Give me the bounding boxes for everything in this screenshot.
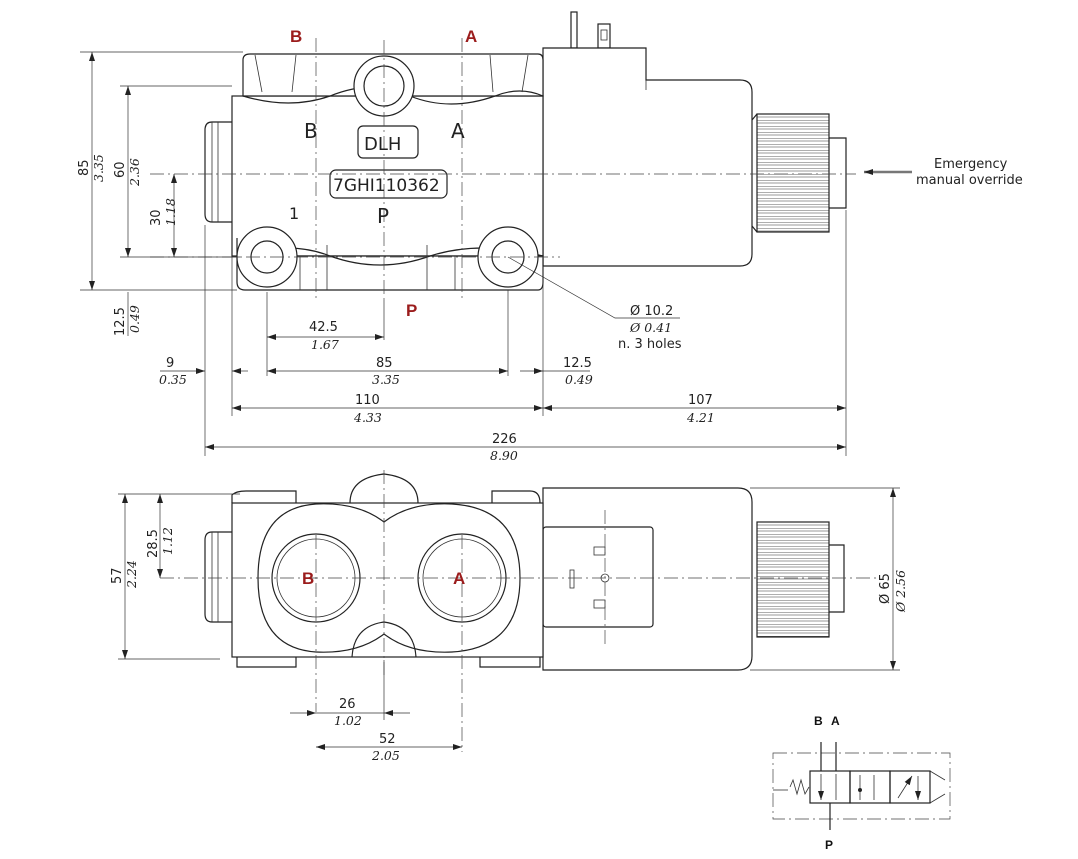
vertical-dimensions — [80, 51, 243, 336]
horizontal-dimensions — [160, 210, 847, 456]
front-dimensions — [118, 487, 900, 750]
marking-b: B — [304, 119, 318, 143]
dim-9-in: 0.35 — [159, 372, 187, 387]
dim-52-mm: 52 — [379, 732, 396, 747]
port-label-b-top: B — [290, 27, 302, 46]
marking-code: 7GHI110362 — [333, 176, 440, 196]
dim-60-in: 2.36 — [127, 158, 142, 187]
hole-count: n. 3 holes — [618, 337, 682, 352]
dim-107-in: 4.21 — [686, 410, 715, 425]
front-port-label-b: B — [302, 569, 314, 588]
emergency-note-line2: manual override — [916, 173, 1023, 188]
dim-60-mm: 60 — [113, 161, 128, 178]
dim-226-mm: 226 — [492, 432, 517, 447]
port-lobes — [257, 503, 521, 653]
front-knob — [756, 521, 830, 638]
dim-9-mm: 9 — [166, 356, 174, 371]
dim-110-mm: 110 — [355, 393, 380, 408]
hydraulic-symbol: B A P — [772, 714, 951, 852]
hole-leader — [507, 256, 680, 319]
dim-85-mm: 85 — [77, 159, 92, 176]
front-body — [231, 502, 544, 658]
dim-85-in: 3.35 — [91, 154, 106, 182]
emergency-note-line1: Emergency — [934, 157, 1008, 172]
marking-brand: DLH — [364, 134, 401, 155]
solenoid-coil — [542, 47, 753, 267]
dim-85-h-in: 3.35 — [372, 372, 400, 387]
symbol-box-right — [889, 770, 931, 804]
code-badge — [329, 169, 448, 199]
marking-p: P — [377, 204, 389, 228]
dim-28-5-in: 1.12 — [160, 527, 175, 555]
brand-badge — [357, 125, 419, 159]
front-coil — [542, 487, 753, 671]
dim-52-in: 2.05 — [371, 748, 400, 763]
symbol-label-a: A — [831, 714, 840, 728]
symbol-label-b: B — [814, 714, 823, 728]
dim-30-mm: 30 — [149, 209, 164, 226]
dim-65-mm: Ø 65 — [878, 573, 893, 604]
dim-57-mm: 57 — [110, 567, 125, 584]
connector-pins — [570, 11, 611, 49]
marking-one: 1 — [289, 204, 299, 223]
dim-42-5-mm: 42.5 — [309, 320, 338, 335]
front-view: B A 57 2.24 28.5 1.12 Ø 65 Ø 2.56 26 1.0… — [110, 470, 908, 763]
side-plug — [204, 121, 232, 223]
dim-110-in: 4.33 — [353, 410, 382, 425]
dim-12-5-mm: 12.5 — [113, 307, 128, 336]
port-label-p-top: P — [406, 301, 417, 320]
dim-28-5-mm: 28.5 — [146, 529, 161, 558]
front-port-label-a: A — [453, 569, 465, 588]
marking-a: A — [451, 119, 465, 143]
dim-26-in: 1.02 — [334, 713, 362, 728]
dim-226-in: 8.90 — [490, 448, 518, 463]
dim-12-5-h-in: 0.49 — [565, 372, 593, 387]
dim-57-in: 2.24 — [124, 560, 139, 589]
symbol-box-mid — [849, 770, 891, 804]
top-view: B A P B A DLH 7GHI110362 1 P Emergency m… — [77, 11, 1023, 463]
dim-26-mm: 26 — [339, 697, 356, 712]
override-knob — [756, 113, 830, 233]
dim-12-5-h-mm: 12.5 — [563, 356, 592, 371]
port-label-a-top: A — [465, 27, 477, 46]
hole-dia-in: Ø 0.41 — [629, 320, 672, 335]
symbol-label-p: P — [825, 838, 833, 852]
dim-65-in: Ø 2.56 — [893, 570, 908, 613]
hole-dia-mm: Ø 10.2 — [630, 304, 673, 319]
dim-85-h-mm: 85 — [376, 356, 393, 371]
symbol-spring — [789, 778, 810, 796]
dim-42-5-in: 1.67 — [311, 337, 339, 352]
dim-107-mm: 107 — [688, 393, 713, 408]
symbol-box-left — [809, 770, 851, 804]
dim-12-5-in: 0.49 — [127, 305, 142, 333]
dim-30-in: 1.18 — [163, 198, 178, 226]
